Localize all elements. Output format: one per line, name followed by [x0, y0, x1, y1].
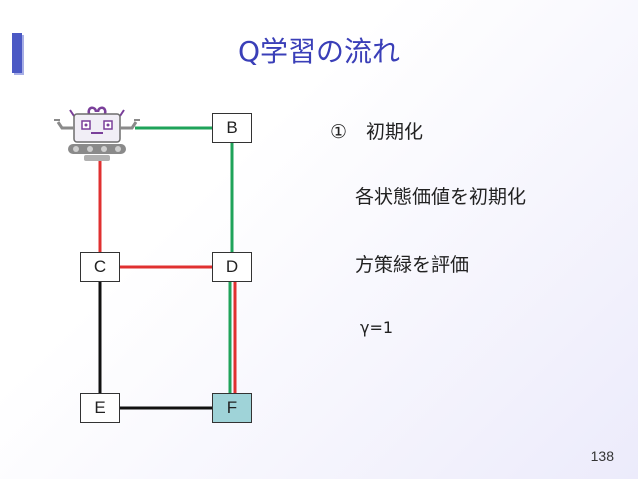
step-item-2: 方策緑を評価	[355, 254, 470, 276]
title-accent-bar	[12, 33, 22, 73]
node-b: B	[212, 113, 252, 143]
node-e: E	[80, 393, 120, 423]
gamma-value: γ=1	[360, 318, 394, 337]
node-d: D	[212, 252, 252, 282]
node-c: C	[80, 252, 120, 282]
step-item-1: 各状態価値を初期化	[355, 186, 527, 208]
step-heading: ① 初期化	[330, 121, 424, 143]
node-f: F	[212, 393, 252, 423]
robot-icon	[54, 106, 140, 161]
slide-title: Q学習の流れ	[237, 35, 401, 68]
page-number: 138	[590, 448, 614, 464]
